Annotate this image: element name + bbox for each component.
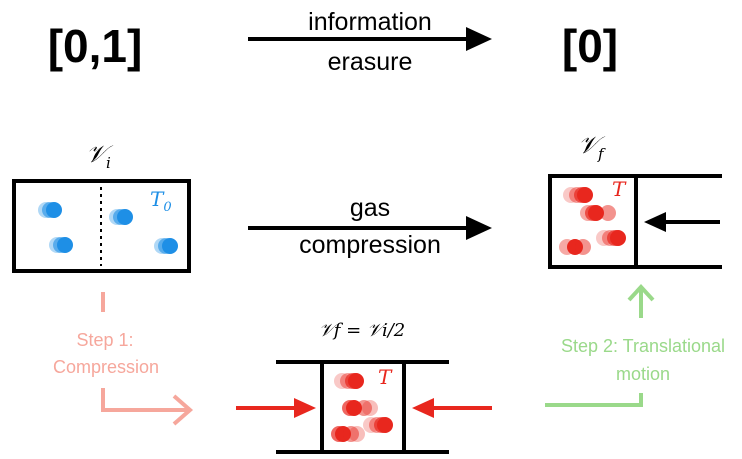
red-particle — [559, 239, 591, 255]
initial-volume-label: 𝒱i — [86, 140, 114, 172]
red-particle — [363, 417, 393, 433]
volume-relation: 𝒱f = 𝒱i/2 — [319, 320, 405, 341]
initial-container — [12, 179, 191, 273]
final-temperature: T — [612, 177, 627, 201]
initial-temperature: T0 — [150, 187, 172, 215]
step2-label-line2: motion — [616, 364, 670, 384]
compression-arrow — [248, 216, 492, 240]
compression-label-line2: compression — [299, 231, 441, 259]
red-particles-final — [559, 187, 626, 255]
step1-label-line1: Step 1: — [76, 330, 133, 350]
intermediate-temperature: T — [378, 365, 393, 389]
red-particle — [596, 230, 626, 246]
red-particle — [563, 187, 593, 203]
compression-label-line1: gas — [350, 194, 390, 222]
piston-push-arrow — [644, 212, 720, 232]
red-particle — [331, 426, 365, 442]
step2-arrow-lower — [545, 393, 643, 407]
blue-particle — [49, 237, 73, 253]
initial-memory-state: [0,1] — [48, 20, 143, 72]
red-particle — [580, 205, 616, 221]
blue-particle — [154, 238, 178, 254]
red-particle — [342, 400, 378, 416]
step2-label-line1: Step 2: Translational — [561, 336, 725, 356]
left-push-arrow — [236, 398, 316, 418]
final-cylinder — [548, 174, 722, 269]
step2-arrow-upper — [627, 284, 655, 318]
step1-label-line2: Compression — [53, 357, 159, 377]
blue-particle — [38, 202, 62, 218]
erasure-label-line2: erasure — [328, 48, 413, 76]
step1-arrow-lower — [101, 388, 194, 426]
erasure-arrow — [248, 27, 492, 51]
final-memory-state: [0] — [562, 20, 618, 72]
red-particle — [334, 373, 364, 389]
blue-particles — [38, 202, 178, 254]
intermediate-cylinder — [276, 360, 449, 454]
blue-particle — [109, 209, 133, 225]
right-push-arrow — [412, 398, 492, 418]
final-volume-label: 𝒱f — [578, 131, 606, 163]
red-particles-intermediate — [331, 373, 393, 442]
erasure-label-line1: information — [308, 8, 432, 36]
